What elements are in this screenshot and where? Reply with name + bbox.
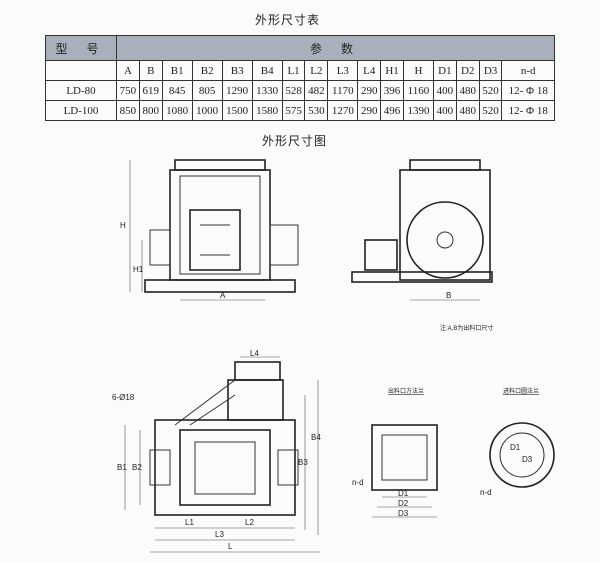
dim-B3: B3 <box>298 458 308 467</box>
value-cell: 750 <box>116 80 140 101</box>
column-header: D1 <box>432 60 457 81</box>
note: 注:A,B为出料口尺寸 <box>440 324 493 332</box>
value-cell: 1500 <box>221 100 253 121</box>
dim-D3: D3 <box>398 509 409 518</box>
dim-L4: L4 <box>250 349 259 358</box>
value-cell: 1080 <box>161 100 193 121</box>
column-header: L4 <box>357 60 382 81</box>
value-cell: 480 <box>455 80 480 101</box>
dim-A: A <box>220 291 226 300</box>
dim-L2: L2 <box>245 518 254 527</box>
dim-H: H <box>120 221 126 230</box>
value-cell: 1390 <box>402 100 434 121</box>
value-cell: 1000 <box>191 100 223 121</box>
round-dim-D1: D1 <box>510 443 521 452</box>
value-cell: 1170 <box>327 80 359 101</box>
round-flange: 进料口圆法兰 D1 D3 n-d <box>480 387 555 497</box>
front-view: H H1 A <box>120 159 299 301</box>
dim-B: B <box>446 291 451 300</box>
value-cell: 1330 <box>251 80 283 101</box>
dim-D2: D2 <box>398 499 409 508</box>
side-view: B 注:A,B为出料口尺寸 <box>351 159 493 332</box>
dim-L3: L3 <box>215 530 224 539</box>
dim-D1: D1 <box>398 489 409 498</box>
round-flange-label: 进料口圆法兰 <box>503 387 539 395</box>
round-dim-nd: n-d <box>480 488 492 497</box>
dim-L1: L1 <box>185 518 194 527</box>
model-cell: LD-100 <box>45 100 117 121</box>
dim-nd: n-d <box>352 478 364 487</box>
value-cell: 12- Φ 18 <box>501 100 555 121</box>
dim-H1: H1 <box>133 265 144 274</box>
dim-holes: 6-Ø18 <box>112 393 135 402</box>
value-cell: 530 <box>304 100 329 121</box>
drawing-title: 外形尺寸图 <box>262 134 328 148</box>
square-flange-label: 出料口方法兰 <box>388 387 424 395</box>
square-flange: 出料口方法兰 D1 D2 D3 n-d <box>352 387 438 518</box>
column-header: D2 <box>455 60 480 81</box>
value-cell: 520 <box>478 80 503 101</box>
model-cell: LD-80 <box>45 80 117 101</box>
column-header: H1 <box>380 60 404 81</box>
dim-B4: B4 <box>311 433 321 442</box>
value-cell: 1270 <box>327 100 359 121</box>
value-cell: 1580 <box>251 100 283 121</box>
dim-B2: B2 <box>132 463 142 472</box>
round-dim-D3: D3 <box>522 455 533 464</box>
value-cell: 520 <box>478 100 503 121</box>
dim-B1: B1 <box>117 463 127 472</box>
column-header: B4 <box>251 60 283 81</box>
plan-view: L4 6-Ø18 B1 B2 B3 B4 L1 L2 L3 L <box>112 349 321 553</box>
table-title: 外形尺寸表 <box>255 13 321 27</box>
column-header: L1 <box>281 60 306 81</box>
params-header: 参 数 <box>116 35 555 61</box>
value-cell: 1160 <box>402 80 434 101</box>
column-header: n-d <box>501 60 555 81</box>
value-cell: 800 <box>138 100 163 121</box>
value-cell: 480 <box>455 100 480 121</box>
value-cell: 400 <box>432 100 457 121</box>
dim-L: L <box>228 542 233 551</box>
